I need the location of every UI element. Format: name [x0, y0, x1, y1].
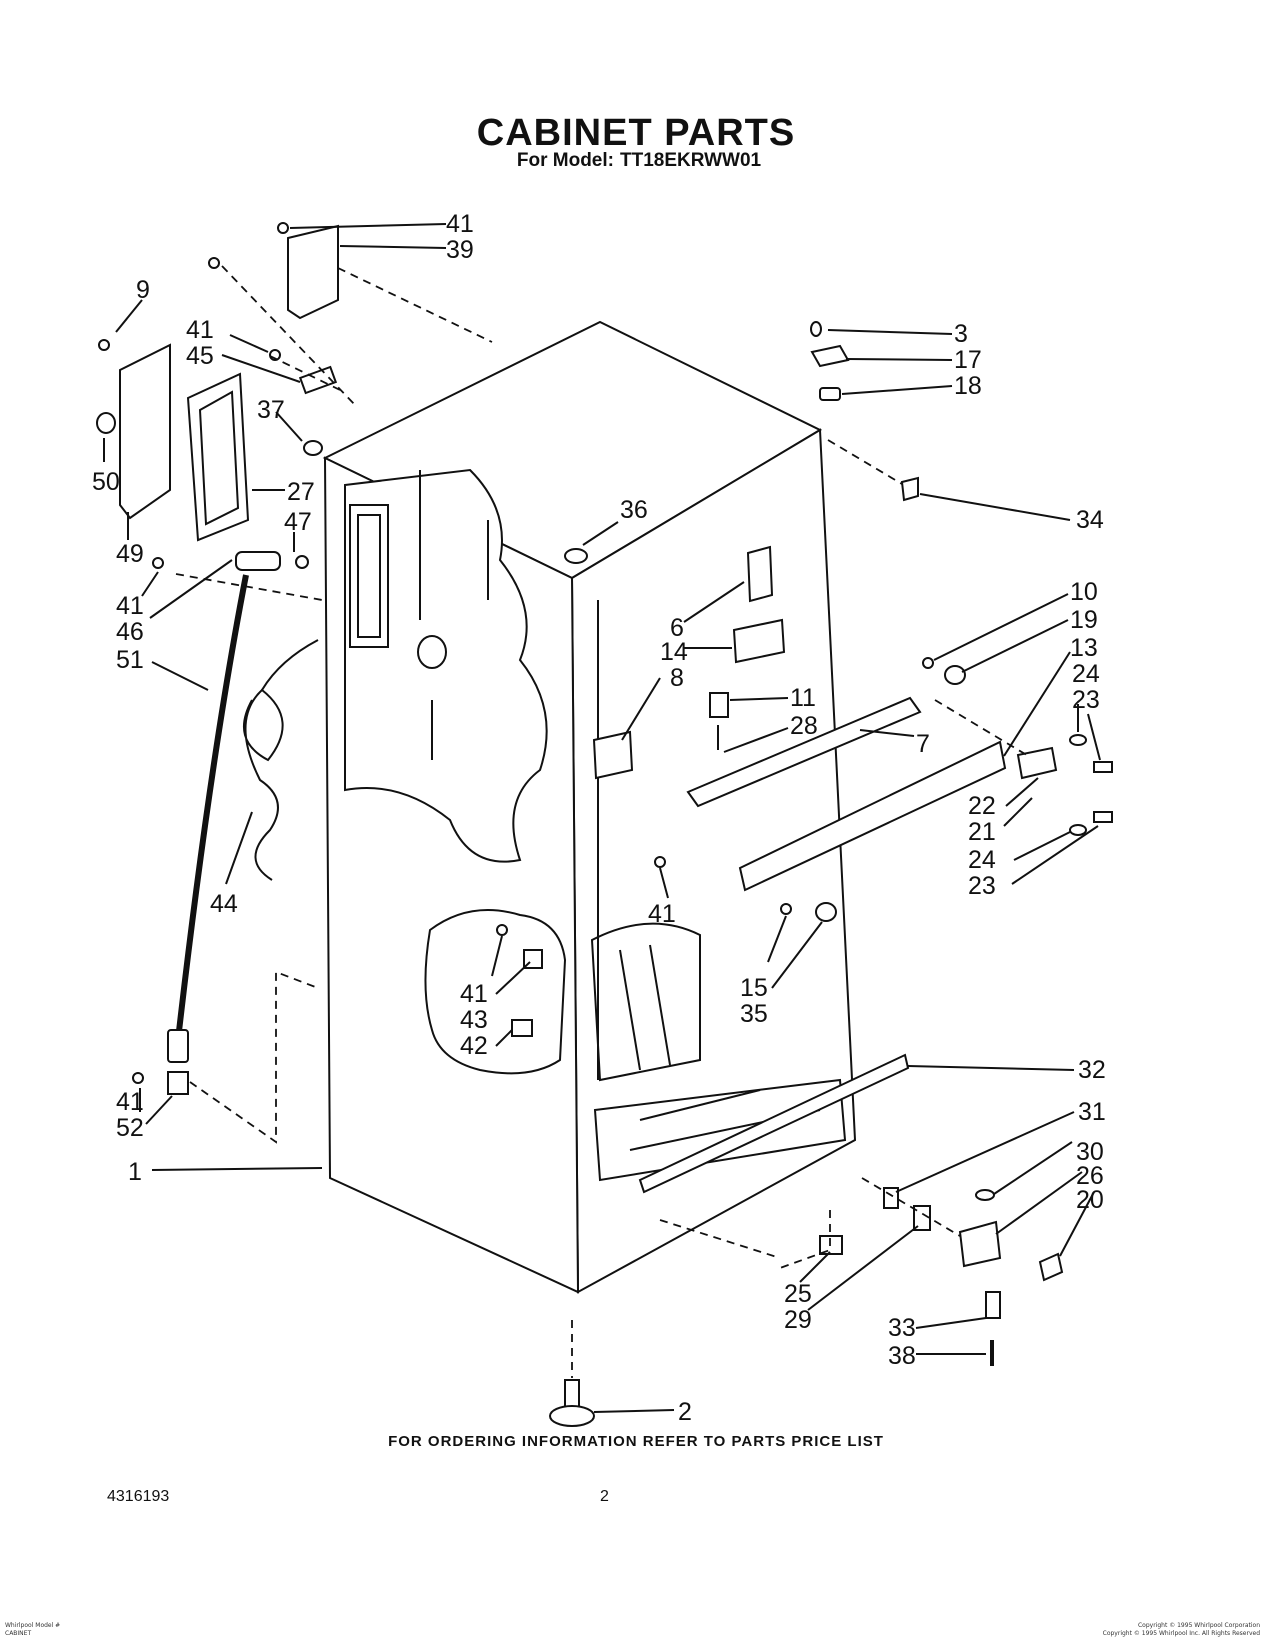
callout-23: 23: [968, 872, 996, 900]
callout-30: 30: [1076, 1138, 1104, 1166]
fine-print-right: Copyright © 1995 Whirlpool Corporation C…: [1103, 1622, 1260, 1638]
callout-6: 6: [670, 614, 684, 642]
callout-36: 36: [620, 496, 648, 524]
callout-32: 32: [1078, 1056, 1106, 1084]
callout-45: 45: [186, 342, 214, 370]
callout-52: 52: [116, 1114, 144, 1142]
ordering-note: FOR ORDERING INFORMATION REFER TO PARTS …: [388, 1433, 884, 1450]
callout-10: 10: [1070, 578, 1098, 606]
callout-44: 44: [210, 890, 238, 918]
callout-18: 18: [954, 372, 982, 400]
callout-46: 46: [116, 618, 144, 646]
fine-left-line-2: CABINET: [5, 1630, 32, 1637]
callout-7: 7: [916, 730, 930, 758]
page-title: CABINET PARTS: [476, 112, 796, 154]
callout-26: 26: [1076, 1162, 1104, 1190]
callout-49: 49: [116, 540, 144, 568]
callout-43: 43: [460, 1006, 488, 1034]
callout-3: 3: [954, 320, 968, 348]
callout-33: 33: [888, 1314, 916, 1342]
callout-41: 41: [116, 1088, 144, 1116]
fine-right-line-1: Copyright © 1995 Whirlpool Corporation: [1137, 1622, 1260, 1629]
callout-13: 13: [1070, 634, 1098, 662]
callout-23: 23: [1072, 686, 1100, 714]
callout-24: 24: [1072, 660, 1100, 688]
callout-8: 8: [670, 664, 684, 692]
part-shapes: [96, 222, 1113, 1427]
fine-right-line-2: Copyright © 1995 Whirlpool Inc. All Righ…: [1102, 1630, 1260, 1637]
callout-39: 39: [446, 236, 474, 264]
callout-9: 9: [136, 276, 150, 304]
callout-27: 27: [287, 478, 315, 506]
callout-20: 20: [1076, 1186, 1104, 1214]
leader-lines: [103, 223, 1101, 1413]
cabinet-body: [322, 320, 857, 1294]
callout-41: 41: [648, 900, 676, 928]
callout-34: 34: [1076, 506, 1104, 534]
callout-38: 38: [888, 1342, 916, 1370]
callout-37: 37: [257, 396, 285, 424]
callout-41: 41: [116, 592, 144, 620]
callout-22: 22: [968, 792, 996, 820]
callout-17: 17: [954, 346, 982, 374]
callout-35: 35: [740, 1000, 768, 1028]
callout-15: 15: [740, 974, 768, 1002]
callout-28: 28: [790, 712, 818, 740]
fine-print-left: Whirlpool Model # CABINET: [5, 1622, 60, 1638]
callout-41: 41: [186, 316, 214, 344]
callout-29: 29: [784, 1306, 812, 1334]
callout-42: 42: [460, 1032, 488, 1060]
fine-left-line-1: Whirlpool Model #: [5, 1622, 61, 1629]
model-label: For Model:: [516, 150, 614, 171]
callout-11: 11: [790, 684, 816, 712]
callout-31: 31: [1078, 1098, 1106, 1126]
page-number: 2: [600, 1488, 609, 1505]
callout-51: 51: [116, 646, 144, 674]
guide-lines: [175, 265, 1031, 1378]
callout-50: 50: [92, 468, 120, 496]
callout-2: 2: [678, 1398, 692, 1426]
document-number: 4316193: [107, 1488, 170, 1505]
callout-14: 14: [660, 638, 688, 666]
callout-41: 41: [460, 980, 488, 1008]
callout-47: 47: [284, 508, 312, 536]
model-number: TT18EKRWW01: [619, 150, 762, 171]
callout-41: 41: [446, 210, 474, 238]
callout-24: 24: [968, 846, 996, 874]
model-subtitle: For Model:TT18EKRWW01: [0, 150, 1272, 172]
callout-25: 25: [784, 1280, 812, 1308]
callout-19: 19: [1070, 606, 1098, 634]
callout-21: 21: [968, 818, 996, 846]
callout-labels: 41 39 9 41 45 37 50 27 47 49 41 46 51 44…: [92, 210, 1106, 1426]
callout-1: 1: [128, 1158, 142, 1186]
